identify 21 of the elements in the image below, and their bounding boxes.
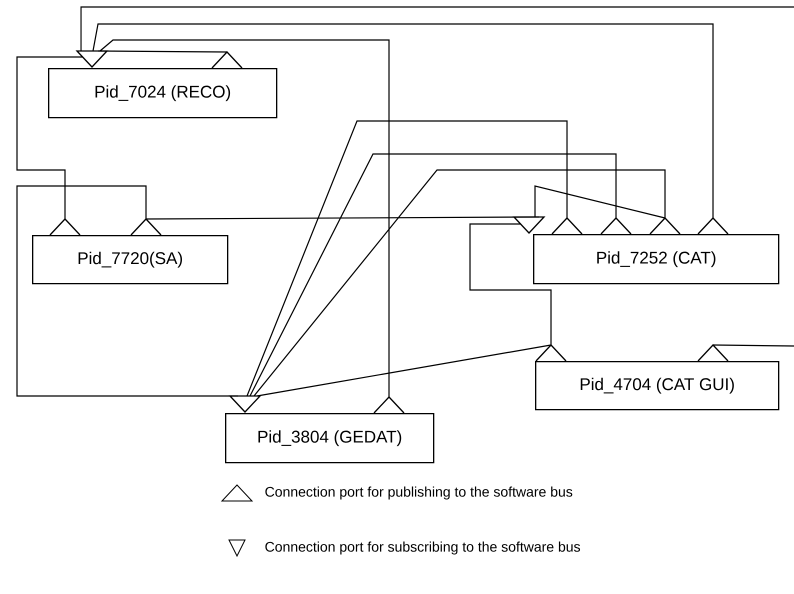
legend-text: Connection port for subscribing to the software bus — [265, 541, 580, 555]
connector — [80, 6, 794, 51]
connector — [256, 344, 552, 397]
connector — [92, 23, 714, 218]
connector — [246, 120, 568, 396]
connector — [16, 56, 83, 219]
connector — [249, 153, 617, 396]
connector — [534, 185, 666, 219]
module-box: Pid_3804 (GEDAT) — [225, 413, 434, 464]
connector — [254, 169, 666, 396]
connector — [16, 185, 238, 397]
module-box: Pid_7720(SA) — [32, 235, 228, 284]
connector — [98, 50, 227, 53]
legend-text: Connection port for publishing to the software bus — [265, 486, 572, 500]
module-box: Pid_7252 (CAT) — [533, 234, 780, 284]
connector — [713, 344, 794, 347]
connector — [100, 39, 390, 397]
module-box: Pid_4704 (CAT GUI) — [535, 361, 780, 410]
module-box: Pid_7024 (RECO) — [48, 68, 278, 118]
connector — [469, 223, 552, 345]
connector — [146, 216, 540, 220]
